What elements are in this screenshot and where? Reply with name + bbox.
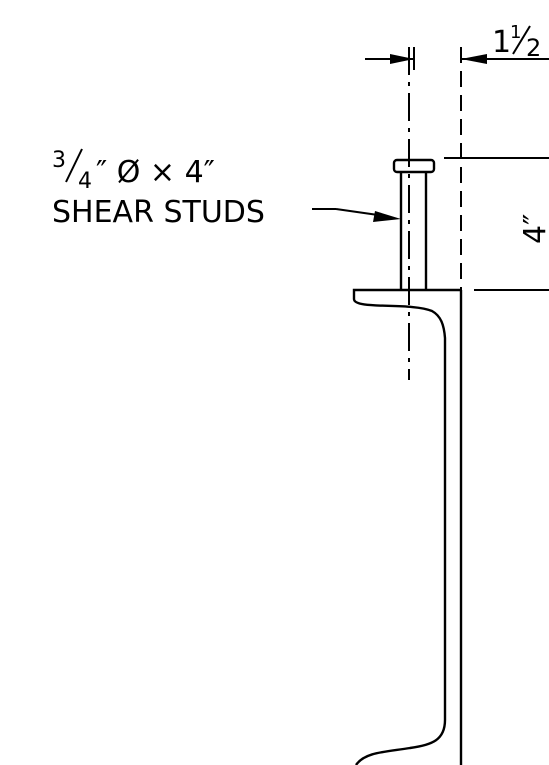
top-dim-numerator: 1 xyxy=(510,22,521,43)
stud-note-numerator: 3 xyxy=(52,148,66,173)
side-dim-label: 4″ xyxy=(518,214,549,244)
stud-head xyxy=(392,158,436,174)
shear-stud xyxy=(392,158,436,290)
stud-note: 3 4 ″ Ø × 4″ SHEAR STUDS xyxy=(52,148,265,230)
stud-note-description: SHEAR STUDS xyxy=(52,195,265,230)
stud-leader xyxy=(312,208,401,222)
top-dim-denominator: 2 xyxy=(526,34,541,62)
stud-note-size: ″ Ø × 4″ xyxy=(96,155,215,190)
beam-flange-outline xyxy=(352,288,461,765)
top-dimension: 1 1 2 xyxy=(365,22,549,290)
leader-arrowhead xyxy=(373,211,401,222)
stud-note-denominator: 4 xyxy=(78,169,92,194)
side-dimension: 4″ xyxy=(444,157,549,291)
top-dim-arrow-right xyxy=(461,54,487,64)
top-dim-arrow-left xyxy=(390,54,414,64)
leader-angle xyxy=(335,208,379,216)
beam-section xyxy=(352,288,463,765)
top-dim-whole: 1 xyxy=(492,25,511,60)
stud-note-fraction-bar xyxy=(65,148,83,183)
top-dim-fraction-bar xyxy=(512,25,531,55)
